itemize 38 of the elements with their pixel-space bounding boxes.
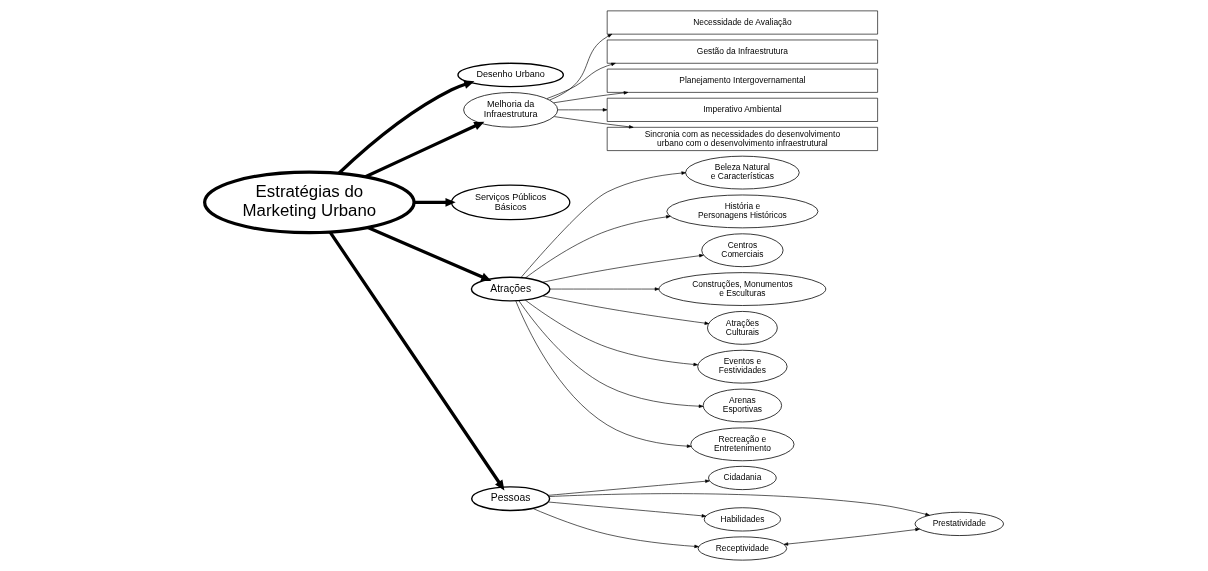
- node-ellipse: Cidadania: [708, 465, 777, 490]
- node-ellipse: Construções, Monumentos e Esculturas: [658, 272, 827, 306]
- arrow: [547, 479, 710, 496]
- node-ellipse: Eventos e Festividades: [697, 349, 788, 384]
- arrow: [542, 295, 710, 325]
- arrow: [337, 80, 475, 175]
- node-box: Imperativo Ambiental: [606, 97, 878, 122]
- node-ellipse: Arenas Esportivas: [702, 388, 782, 423]
- arrow: [367, 225, 492, 282]
- node-ellipse: Atrações Culturais: [707, 311, 778, 345]
- arrow: [549, 287, 660, 291]
- node-box: Necessidade de Avaliação: [606, 10, 878, 35]
- node-box: Gestão da Infraestrutura: [606, 39, 878, 64]
- arrow: [532, 508, 699, 549]
- arrow: [515, 300, 692, 448]
- arrow: [549, 33, 613, 101]
- node-ellipse: Estratégias do Marketing Urbano: [203, 170, 416, 235]
- arrow: [414, 197, 456, 207]
- node-ellipse: Recreação e Entretenimento: [690, 427, 795, 462]
- arrow: [328, 231, 505, 491]
- node-ellipse: Atrações: [470, 276, 551, 302]
- node-ellipse: Melhoria da Infraestrutura: [463, 92, 559, 128]
- arrow: [783, 527, 920, 546]
- arrow: [547, 501, 707, 518]
- arrow: [518, 300, 704, 408]
- arrow: [553, 116, 634, 129]
- arrow: [364, 121, 485, 179]
- node-ellipse: Pessoas: [471, 486, 551, 512]
- arrow: [525, 215, 671, 279]
- arrow: [542, 254, 704, 283]
- arrow: [525, 299, 698, 367]
- node-ellipse: Serviços Públicos Básicos: [450, 184, 571, 221]
- arrow: [548, 493, 930, 516]
- arrow: [557, 108, 608, 112]
- arrow: [546, 62, 616, 99]
- arrow: [553, 91, 629, 104]
- arrow: [520, 171, 686, 278]
- node-ellipse: Beleza Natural e Características: [685, 155, 800, 190]
